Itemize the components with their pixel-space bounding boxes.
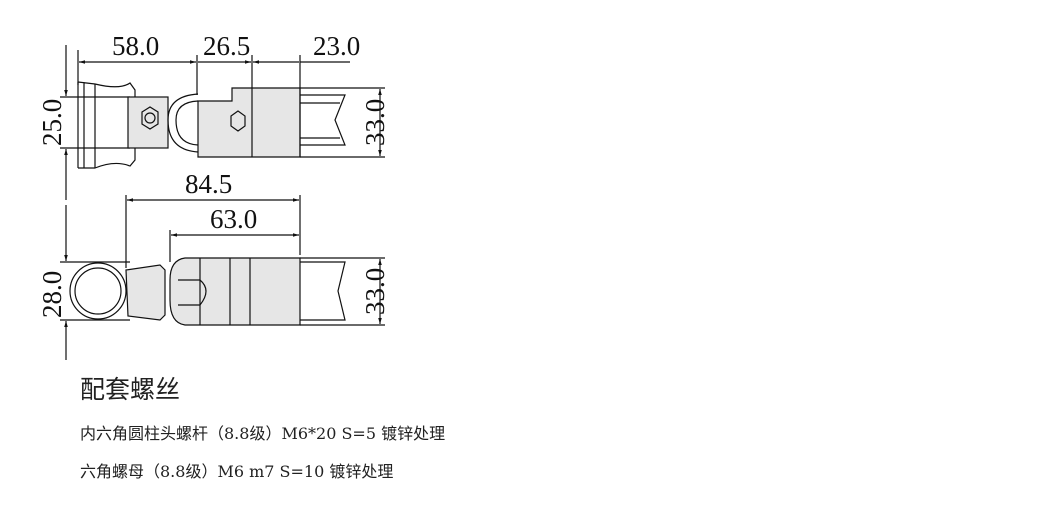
dim-25: 25.0 — [37, 99, 67, 146]
dim-63: 63.0 — [210, 204, 257, 234]
side-view: 84.5 63.0 28.0 33.0 — [37, 169, 390, 360]
hex-nut-icon — [141, 106, 159, 130]
notes-title: 配套螺丝 — [80, 375, 181, 404]
dim-28: 28.0 — [37, 271, 67, 318]
note-line-nut: 六角螺母（8.8级）M6 m7 S=10 镀锌处理 — [80, 462, 394, 481]
dim-58: 58.0 — [112, 31, 159, 61]
dim-26-5: 26.5 — [203, 31, 250, 61]
dim-33-side: 33.0 — [360, 268, 390, 315]
dim-23: 23.0 — [313, 31, 360, 61]
dim-33-top: 33.0 — [360, 99, 390, 146]
top-view: 58.0 26.5 23.0 25.0 33.0 — [37, 31, 390, 200]
note-line-bolt: 内六角圆柱头螺杆（8.8级）M6*20 S=5 镀锌处理 — [80, 424, 446, 443]
dim-84-5: 84.5 — [185, 169, 232, 199]
